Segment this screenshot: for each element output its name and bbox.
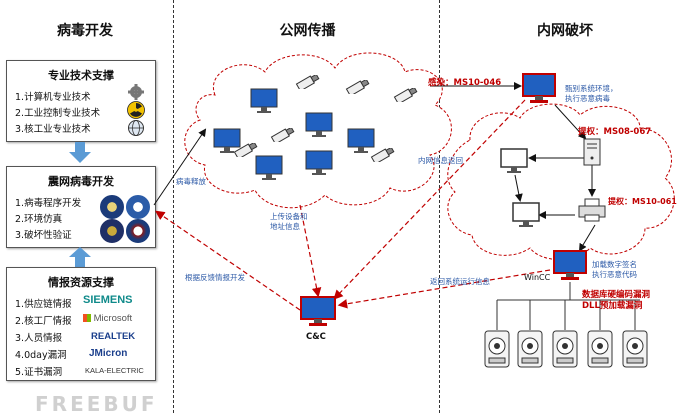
column-separator [439,0,440,413]
intel-title: 情报资源支撑 [48,276,114,289]
virus-release-label: 病毒释放 [176,177,206,186]
list-item: 5.证书漏洞 [15,367,63,378]
centrifuge-icon [484,330,510,368]
list-item: 2.核工厂情报 [15,316,72,327]
wincc-pc-icon [553,250,587,280]
radiation-icon [127,101,145,119]
usb-drive-icon [295,75,320,89]
upload-label: 上传设备和 地址信息 [270,212,308,231]
tech-support-box: 专业技术支撑 1.计算机专业技术 2.工业控制专业技术 3.核工业专业技术 [6,60,156,142]
brand-realtek: REALTEK [91,331,136,342]
usb-drive-icon [345,80,370,94]
virus-dev-title: 震网病毒开发 [48,175,114,188]
workstation-icon [500,148,528,173]
intranet-return-label: 内网信息返回 [418,156,463,165]
load-sign-label: 加载数字签名 执行恶意代码 [592,260,637,279]
priv-label-1: 提权：MS08-067 [578,127,652,137]
column-separator [173,0,174,413]
gear-icon [128,84,144,100]
list-item: 3.核工业专业技术 [15,124,91,135]
usb-drive-icon [370,148,395,162]
brand-siemens: SIEMENS [83,294,133,306]
monitor-icon [250,88,278,113]
up-arrow-icon [69,247,91,267]
identify-label: 甄别系统环境， 执行恶意病毒 [565,84,618,103]
seal-icon [126,195,150,219]
list-item: 4.0day漏洞 [15,350,67,361]
vuln-label: 数据库硬编码漏洞 DLL预加载漏洞 [582,290,651,311]
centrifuge-icon [587,330,613,368]
column-title-dev: 病毒开发 [57,23,113,39]
centrifuge-icon [552,330,578,368]
virus-dev-box: 震网病毒开发 1.病毒程序开发 2.环境仿真 3.破坏性验证 [6,166,156,248]
usb-drive-icon [393,88,418,102]
column-title-destroy: 内网破坏 [537,23,593,39]
monitor-icon [305,150,333,175]
target-pc-icon [522,73,556,103]
list-item: 2.工业控制专业技术 [15,108,101,119]
tech-support-title: 专业技术支撑 [48,69,114,82]
printer-icon [578,198,606,222]
list-item: 1.计算机专业技术 [15,92,91,103]
brand-kala: KALA-ELECTRIC [85,366,144,375]
brand-jmicron: JMicron [89,348,128,359]
centrifuge-icon [622,330,648,368]
intel-box: 情报资源支撑 1.供应链情报 2.核工厂情报 3.人员情报 4.0day漏洞 5… [6,267,156,381]
seal-icon [126,219,150,243]
list-item: 1.病毒程序开发 [15,198,82,209]
seal-icon [100,195,124,219]
watermark: FREEBUF [35,392,158,416]
list-item: 3.破坏性验证 [15,230,72,241]
down-arrow-icon [69,142,91,163]
centrifuge-icon [517,330,543,368]
return-run-label: 返回系统运行信息 [430,277,490,286]
monitor-icon [213,128,241,153]
wincc-label: WinCC [524,273,551,282]
brand-microsoft: Microsoft [83,313,132,324]
usb-drive-icon [270,128,295,142]
seal-icon [100,219,124,243]
infect-label: 感染：MS10-046 [428,78,502,88]
monitor-icon [255,155,283,180]
cc-label: C&C [306,332,326,342]
list-item: 1.供应链情报 [15,299,72,310]
workstation-icon [512,202,540,227]
monitor-icon [347,128,375,153]
adjust-label: 根据反馈情报开发 [185,273,245,282]
intranet-cloud [447,103,675,261]
usb-drive-icon [233,143,258,157]
globe-icon [128,120,144,136]
server-tower-icon [583,138,601,166]
column-title-spread: 公网传播 [279,23,336,39]
brand-label: Microsoft [93,313,133,324]
list-item: 3.人员情报 [15,333,63,344]
cc-server-icon [300,296,336,326]
monitor-icon [305,112,333,137]
list-item: 2.环境仿真 [15,214,63,225]
priv-label-2: 提权：MS10-061 [608,197,677,206]
windows-logo-icon [83,314,91,322]
